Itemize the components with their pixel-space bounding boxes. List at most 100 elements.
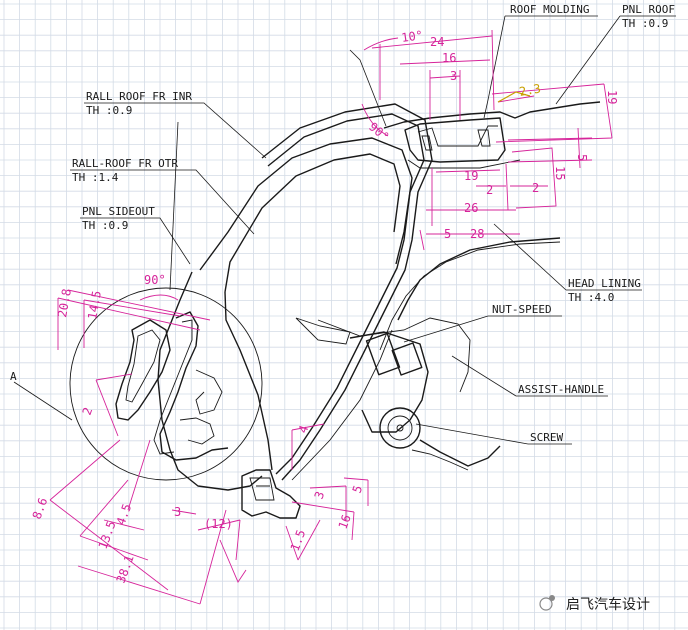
dim-2-a: 2	[486, 183, 493, 197]
dim-2-b: 2	[532, 181, 539, 195]
label-assist-handle: ASSIST-HANDLE	[518, 383, 604, 396]
dim-4: 4	[296, 423, 312, 435]
detail-a-clip-outer	[115, 319, 171, 421]
dim-3: 3	[450, 69, 457, 83]
watermark: 启飞汽车设计	[539, 595, 650, 613]
dim-28-line	[419, 229, 520, 251]
label-roof-molding: ROOF MOLDING	[510, 3, 589, 16]
dim-14-5: 14.5	[85, 290, 104, 321]
dim-38-1-lines	[77, 509, 227, 605]
detail-a-seal-inner	[153, 319, 193, 455]
roof-panel-lower	[407, 159, 521, 169]
roof-molding-clips	[421, 129, 491, 151]
label-pnl-roof-th: TH :0.9	[622, 17, 668, 30]
pnl-sideout-profile	[157, 271, 263, 491]
label-head-lining: HEAD LINING	[568, 277, 641, 290]
assist-handle-lever	[411, 449, 469, 471]
dim-90deg-top: 90°	[366, 120, 392, 145]
label-pnl-sideout: PNL SIDEOUT	[82, 205, 155, 218]
head-lining-leader	[493, 223, 567, 291]
dim-10deg-arc	[363, 37, 399, 51]
dim-2-left-lines	[95, 373, 133, 437]
detail-a-lip-2	[179, 417, 215, 445]
dim-3-bottom-line	[171, 509, 197, 515]
detail-a-clip-inner	[125, 329, 161, 403]
dim-90deg-top-arc	[361, 103, 389, 137]
dim-13-5: 13.5	[96, 519, 119, 551]
label-nut-speed: NUT-SPEED	[492, 303, 552, 316]
dim-5: 5	[444, 227, 451, 241]
detail-a-seal	[159, 311, 229, 461]
dim-90deg-left: 90°	[144, 273, 166, 287]
roof-molding-leader	[483, 15, 506, 119]
roof-molding-channel	[417, 125, 498, 147]
screw-center	[396, 424, 404, 432]
pnl-roof-leader	[555, 15, 621, 105]
dim-14-5-lines	[83, 299, 181, 348]
dim-16-line	[399, 59, 491, 65]
assist-handle-leader	[451, 355, 517, 397]
label-head-lining-th: TH :4.0	[568, 291, 614, 304]
dim-4-5: 4.5	[114, 502, 135, 527]
dim-3-right-lines	[309, 485, 347, 520]
label-rail-roof-fr-otr: RALL-ROOF FR OTR	[72, 157, 178, 170]
label-rail-roof-fr-inr-th: TH :0.9	[86, 104, 132, 117]
flange-weld-assembly	[241, 469, 301, 519]
rail-roof-fr-otr-profile	[199, 137, 413, 271]
rail-roof-fr-inr-leader	[84, 102, 267, 159]
watermark-logo-icon	[539, 597, 553, 611]
label-rail-roof-fr-otr-th: TH :1.4	[72, 171, 119, 184]
clip-wedge	[295, 317, 351, 345]
assist-handle-grip	[419, 439, 501, 467]
dim-3-bottom: 3	[174, 505, 181, 519]
highlight-mark	[497, 91, 531, 103]
dim-5-bottom-lines	[343, 477, 369, 506]
dim-5-right-lines	[507, 127, 593, 169]
nut-speed-leader	[403, 315, 489, 343]
section-geometry	[69, 101, 601, 519]
dim-15: 15	[553, 166, 567, 180]
dim-5-bottom: 5	[350, 483, 366, 495]
dim-19-line	[435, 169, 501, 173]
dim-15-lines	[511, 147, 557, 209]
pnl-roof-profile	[383, 101, 601, 129]
dim-2-3: 2.3	[518, 81, 542, 99]
dim-16-bottom: 16	[336, 513, 354, 531]
watermark-text: 启飞汽车设计	[566, 596, 650, 613]
dim-16-bottom-lines	[291, 501, 355, 541]
head-lining-trim	[291, 329, 393, 481]
dim-4-lines	[291, 423, 325, 470]
nut-speed-cap	[391, 342, 423, 376]
rail-roof-fr-inr-profile	[261, 103, 433, 481]
dim-8-6: 8.6	[30, 496, 51, 521]
rail-roof-fr-inr-inner-line	[267, 113, 425, 475]
watermark-logo-dot-icon	[549, 595, 555, 601]
dim-16: 16	[442, 51, 456, 65]
dim-1-5-lines	[285, 519, 321, 561]
screw-head	[379, 407, 421, 449]
head-lining-profile	[397, 237, 561, 321]
screw-head-inner	[387, 415, 413, 441]
label-rail-roof-fr-inr: RALL ROOF FR INR	[86, 90, 192, 103]
rail-roof-fr-otr-inner	[224, 153, 401, 293]
dim-19-right: 19	[605, 90, 619, 104]
top-ref-line	[349, 49, 387, 127]
dim-20-8: 20.8	[55, 288, 74, 319]
label-pnl-sideout-th: TH :0.9	[82, 219, 128, 232]
dim-24-ext	[379, 29, 495, 111]
dim-12: (12)	[204, 517, 233, 531]
dimension-lines	[49, 29, 613, 605]
rail-roof-fr-otr-leader	[70, 169, 255, 235]
dim-19-right-lines	[491, 83, 613, 143]
detail-a-leader	[13, 381, 73, 421]
dim-20-8-lines	[57, 289, 211, 350]
dim-13-5-lines	[79, 479, 149, 561]
dim-4-5-lines	[103, 439, 151, 531]
dim-90deg-left-arc	[139, 294, 179, 301]
dim-1-5: 1.5	[288, 528, 309, 553]
dim-10deg: 10°	[400, 28, 423, 45]
label-detail-a: A	[10, 370, 17, 383]
dim-38-1: 38.1	[114, 553, 137, 585]
dim-19: 19	[464, 169, 478, 183]
